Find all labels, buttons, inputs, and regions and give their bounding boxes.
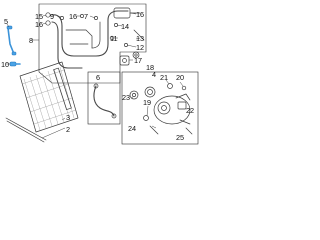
condenser-side-tank	[53, 67, 72, 110]
callout-10: 10	[1, 60, 9, 69]
hose-fitting-icon	[111, 113, 117, 119]
callout-3: 3	[66, 113, 70, 122]
compressor-bolt-icon	[143, 115, 149, 121]
callouts: 5 8 15 16 9 16 7 16 14 13 11 12 17 10 3 …	[1, 10, 194, 142]
callout-12: 12	[136, 43, 144, 52]
callout-17: 17	[134, 56, 142, 65]
callout-20: 20	[176, 73, 184, 82]
callout-16-b: 16	[69, 12, 77, 21]
leader-lines	[6, 12, 184, 139]
discharge-hose	[93, 85, 115, 117]
callout-8: 8	[29, 36, 33, 45]
clutch-pulley	[129, 86, 156, 100]
line-fitting-icon	[45, 20, 51, 26]
receiver-drier-block	[113, 7, 131, 19]
callout-5: 5	[4, 17, 8, 26]
callout-24: 24	[128, 124, 136, 133]
line-clamp-icon	[60, 16, 64, 20]
seal-strip-edge	[6, 120, 45, 143]
callout-16: 16	[35, 20, 43, 29]
callout-2: 2	[66, 125, 70, 134]
washer	[132, 51, 140, 59]
callout-21: 21	[160, 73, 168, 82]
callout-9: 9	[50, 12, 54, 21]
callout-7: 7	[84, 12, 88, 21]
refrigerant-lines-group-box	[38, 3, 147, 84]
compressor-valve-icon	[167, 83, 173, 89]
compressor-valve-icon	[181, 85, 187, 91]
callout-19: 19	[143, 98, 151, 107]
condenser	[19, 61, 79, 133]
line-clamp-icon	[109, 35, 115, 41]
pressure-sensor	[119, 55, 130, 66]
callout-14: 14	[121, 22, 129, 31]
callout-23: 23	[122, 93, 130, 102]
callout-18: 18	[146, 63, 154, 72]
compressor-box	[121, 71, 199, 145]
blue-bracket-part	[6, 25, 17, 56]
callout-15: 15	[35, 12, 43, 21]
callout-4: 4	[152, 70, 156, 79]
seal-strip	[5, 117, 47, 141]
hose-fitting-icon	[93, 83, 99, 89]
callout-16-c: 16	[136, 10, 144, 19]
compressor	[143, 83, 193, 135]
discharge-hose-box	[87, 71, 121, 125]
callout-11: 11	[110, 34, 118, 43]
blue-clip-part	[9, 61, 21, 67]
callout-25: 25	[176, 133, 184, 142]
ac-parts-diagram: 5 8 15 16 9 16 7 16 14 13 11 12 17 10 3 …	[1, 3, 199, 145]
callout-22: 22	[186, 106, 194, 115]
callout-6: 6	[96, 73, 100, 82]
callout-13: 13	[136, 34, 144, 43]
